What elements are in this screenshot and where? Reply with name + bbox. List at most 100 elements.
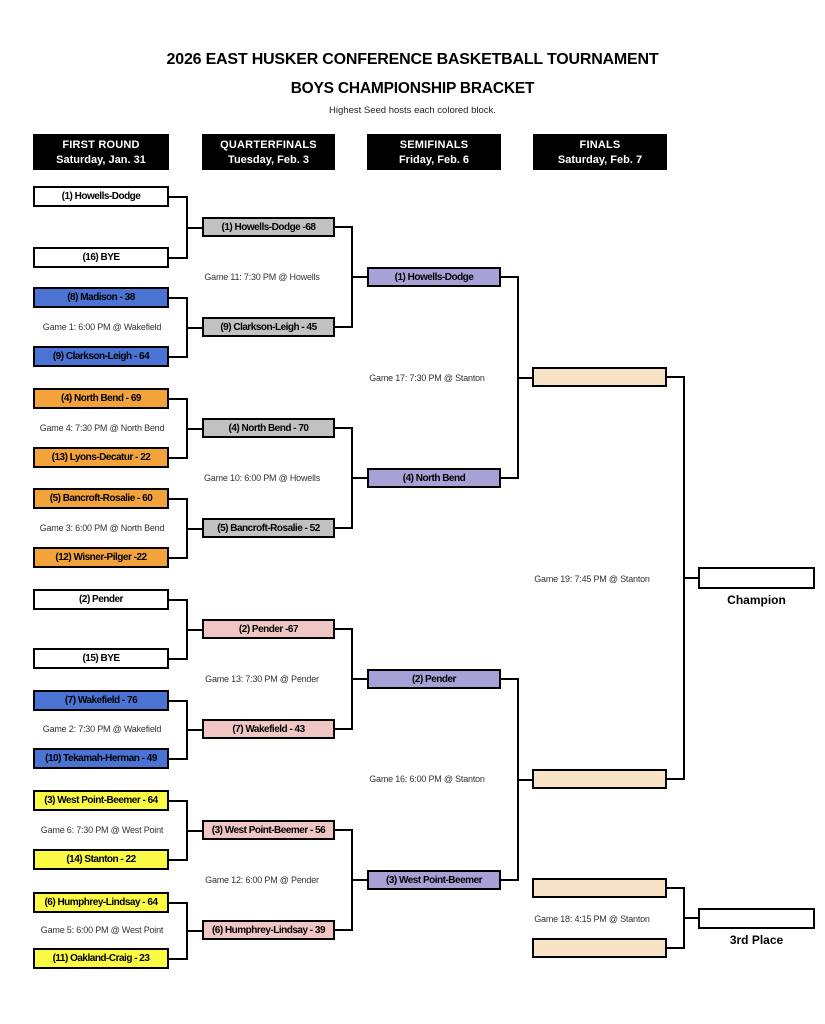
game-6-label: Game 6: 7:30 PM @ West Point — [40, 825, 164, 835]
connector-line — [169, 800, 188, 802]
r1-wakefield: (7) Wakefield - 76 — [33, 690, 169, 711]
connector-line — [335, 226, 353, 228]
connector-line — [186, 729, 202, 731]
connector-line — [667, 778, 685, 780]
host-note: Highest Seed hosts each colored block. — [329, 105, 496, 116]
connector-line — [667, 887, 685, 889]
connector-line — [169, 356, 188, 358]
game-19-label: Game 19: 7:45 PM @ Stanton — [534, 574, 650, 584]
r1-humphrey: (6) Humphrey-Lindsay - 64 — [33, 892, 169, 913]
connector-line — [501, 879, 519, 881]
connector-line — [186, 428, 202, 430]
column-header-semifinals: SEMIFINALS Friday, Feb. 6 — [367, 134, 501, 170]
column-header-first-round: FIRST ROUND Saturday, Jan. 31 — [33, 134, 169, 170]
sf-northbend: (4) North Bend — [367, 468, 501, 488]
third-slot-bottom — [532, 938, 667, 958]
column-round-label: FINALS — [579, 139, 621, 151]
game-5-label: Game 5: 6:00 PM @ West Point — [40, 925, 164, 935]
game-10-label: Game 10: 6:00 PM @ Howells — [204, 473, 320, 483]
champion-label: Champion — [727, 593, 786, 607]
connector-line — [335, 326, 353, 328]
column-date-label: Friday, Feb. 6 — [398, 154, 470, 166]
column-round-label: SEMIFINALS — [399, 139, 469, 151]
r1-oakland: (11) Oakland-Craig - 23 — [33, 948, 169, 969]
column-header-quarterfinals: QUARTERFINALS Tuesday, Feb. 3 — [202, 134, 335, 170]
game-3-label: Game 3: 6:00 PM @ North Bend — [39, 523, 165, 533]
qf-westpoint: (3) West Point-Beemer - 56 — [202, 820, 335, 840]
connector-line — [335, 527, 353, 529]
r1-pender: (2) Pender — [33, 589, 169, 610]
game-1-label: Game 1: 6:00 PM @ Wakefield — [42, 322, 162, 332]
r1-stanton: (14) Stanton - 22 — [33, 849, 169, 870]
connector-line — [186, 830, 202, 832]
connector-line — [169, 498, 188, 500]
connector-line — [169, 658, 188, 660]
connector-line — [169, 758, 188, 760]
third-slot-top — [532, 878, 667, 898]
game-4-label: Game 4: 7:30 PM @ North Bend — [39, 423, 165, 433]
connector-line — [186, 528, 202, 530]
qf-humphrey: (6) Humphrey-Lindsay - 39 — [202, 920, 335, 940]
connector-line — [501, 678, 519, 680]
connector-line — [335, 929, 353, 931]
connector-line — [351, 276, 367, 278]
r1-bancroft: (5) Bancroft-Rosalie - 60 — [33, 488, 169, 509]
connector-line — [351, 477, 367, 479]
qf-clarkson: (9) Clarkson-Leigh - 45 — [202, 317, 335, 337]
sf-westpoint: (3) West Point-Beemer — [367, 870, 501, 890]
game-13-label: Game 13: 7:30 PM @ Pender — [205, 674, 319, 684]
final-slot-top — [532, 367, 667, 387]
connector-line — [335, 728, 353, 730]
connector-line — [169, 557, 188, 559]
column-round-label: FIRST ROUND — [62, 139, 140, 151]
sf-howells: (1) Howells-Dodge — [367, 267, 501, 287]
game-18-label: Game 18: 4:15 PM @ Stanton — [534, 914, 650, 924]
r1-madison: (8) Madison - 38 — [33, 287, 169, 308]
connector-line — [169, 297, 188, 299]
column-date-label: Saturday, Jan. 31 — [56, 154, 146, 166]
game-16-label: Game 16: 6:00 PM @ Stanton — [369, 774, 485, 784]
r1-northbend: (4) North Bend - 69 — [33, 388, 169, 409]
connector-line — [186, 629, 202, 631]
r1-tekamah: (10) Tekamah-Herman - 49 — [33, 748, 169, 769]
third-place-slot — [698, 908, 815, 929]
game-2-label: Game 2: 7:30 PM @ Wakefield — [42, 724, 162, 734]
r1-clarkson: (9) Clarkson-Leigh - 64 — [33, 346, 169, 367]
connector-line — [667, 376, 685, 378]
r1-howells: (1) Howells-Dodge — [33, 186, 169, 207]
third-place-label: 3rd Place — [729, 933, 784, 947]
connector-line — [169, 700, 188, 702]
r1-lyons: (13) Lyons-Decatur - 22 — [33, 447, 169, 468]
connector-line — [169, 599, 188, 601]
connector-line — [683, 917, 698, 919]
column-round-label: QUARTERFINALS — [220, 139, 317, 151]
connector-line — [169, 457, 188, 459]
connector-line — [169, 958, 188, 960]
final-slot-bottom — [532, 769, 667, 789]
r1-wisner: (12) Wisner-Pilger -22 — [33, 547, 169, 568]
tournament-title: 2026 EAST HUSKER CONFERENCE BASKETBALL T… — [166, 51, 659, 68]
champion-slot — [698, 567, 815, 589]
connector-line — [351, 678, 367, 680]
column-date-label: Tuesday, Feb. 3 — [228, 154, 309, 166]
connector-line — [335, 628, 353, 630]
qf-pender: (2) Pender -67 — [202, 619, 335, 639]
r1-bye15: (15) BYE — [33, 648, 169, 669]
column-header-finals: FINALS Saturday, Feb. 7 — [533, 134, 667, 170]
connector-line — [517, 779, 532, 781]
connector-line — [335, 829, 353, 831]
connector-line — [169, 257, 188, 259]
qf-northbend: (4) North Bend - 70 — [202, 418, 335, 438]
qf-wakefield: (7) Wakefield - 43 — [202, 719, 335, 739]
connector-line — [169, 902, 188, 904]
connector-line — [501, 276, 519, 278]
connector-line — [517, 377, 532, 379]
column-date-label: Saturday, Feb. 7 — [557, 154, 643, 166]
connector-line — [186, 930, 202, 932]
connector-line — [169, 196, 188, 198]
sf-pender: (2) Pender — [367, 669, 501, 689]
game-12-label: Game 12: 6:00 PM @ Pender — [205, 875, 319, 885]
qf-howells: (1) Howells-Dodge -68 — [202, 217, 335, 237]
r1-westpoint: (3) West Point-Beemer - 64 — [33, 790, 169, 811]
